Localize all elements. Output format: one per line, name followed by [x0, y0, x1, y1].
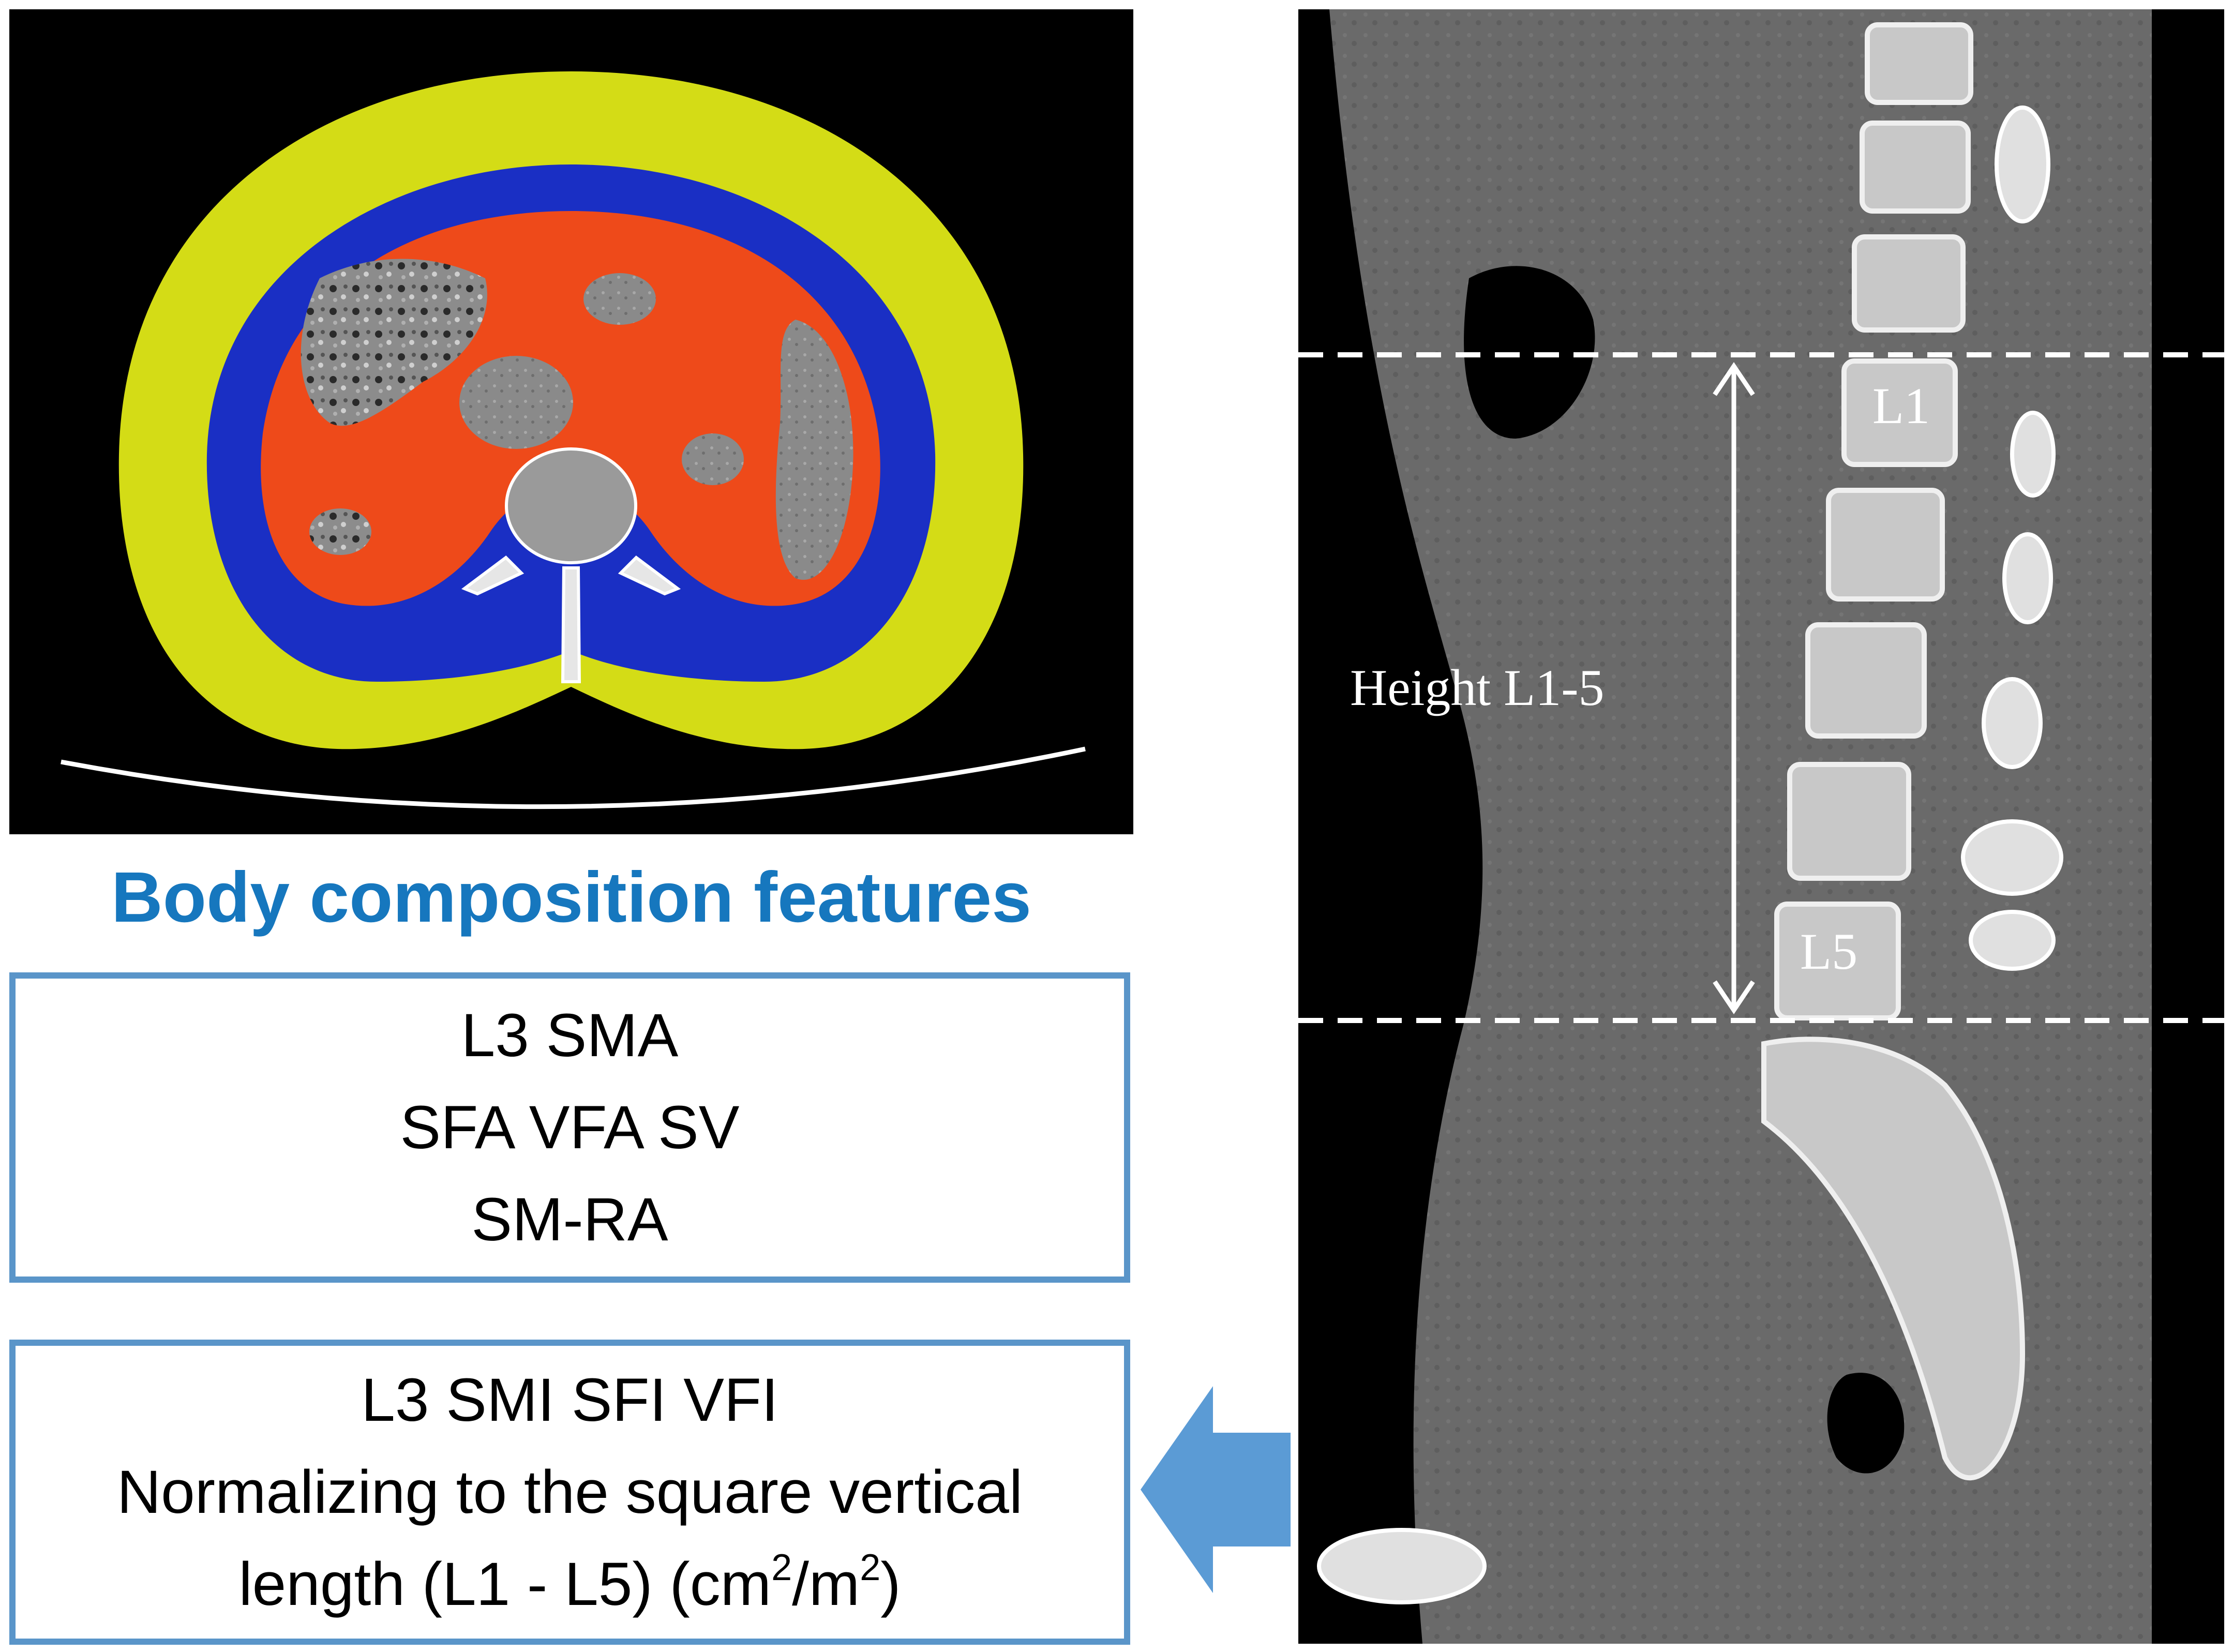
feature-line: L3 SMA: [461, 1001, 679, 1070]
air-pocket: [1827, 1373, 1905, 1474]
spinous-processes: [1317, 106, 2063, 1604]
bowel-loop: [301, 259, 487, 426]
unit-superscript: 2: [860, 1547, 881, 1588]
bowel-loop: [583, 273, 656, 325]
normalized-line-3: length (L1 - L5) (cm2/m2): [238, 1538, 901, 1630]
vertebra: [461, 447, 681, 683]
height-double-arrow: [1713, 362, 1755, 1015]
colon: [775, 320, 853, 580]
bowel-loop: [459, 356, 573, 449]
normalized-features-box: L3 SMI SFI VFI Normalizing to the square…: [9, 1340, 1130, 1645]
unit-text: length (L1 - L5) (cm: [238, 1550, 772, 1618]
bowel-loop: [309, 508, 371, 555]
features-box: L3 SMA SFA VFA SV SM-RA: [9, 972, 1130, 1283]
unit-text: /m: [792, 1550, 860, 1618]
air-pocket: [1464, 266, 1595, 439]
feature-line: SFA VFA SV: [400, 1093, 740, 1162]
vertebra-label-l1: L1: [1872, 377, 1930, 434]
vertebra-label-l5: L5: [1800, 923, 1857, 980]
axial-ct-illustration: [61, 71, 1086, 809]
axial-ct-image: [9, 9, 1133, 834]
normalized-line-1: L3 SMI SFI VFI: [361, 1366, 778, 1434]
feature-line: SM-RA: [471, 1185, 668, 1254]
height-label: Height L1-5: [1350, 659, 1605, 716]
unit-superscript: 2: [771, 1547, 792, 1588]
normalized-line-2: Normalizing to the square vertical: [116, 1458, 1023, 1526]
bowel-loop: [682, 433, 744, 485]
section-title: Body composition features: [111, 858, 1031, 937]
sagittal-ct-illustration: L1 L5 Height L1-5: [1298, 9, 2224, 1644]
left-arrow-icon: [1141, 1386, 1291, 1593]
sagittal-ct-image: L1 L5 Height L1-5: [1298, 9, 2224, 1644]
ct-table: [61, 746, 1086, 809]
unit-text: ): [880, 1550, 901, 1618]
spine: [1761, 22, 2026, 1481]
